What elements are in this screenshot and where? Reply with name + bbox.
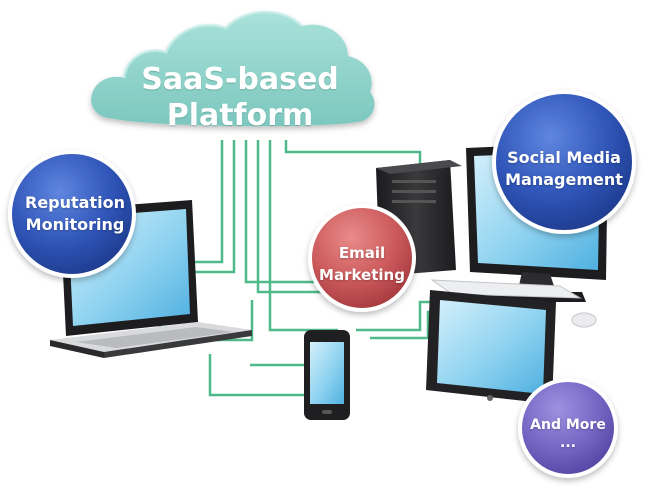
social-bubble [492, 90, 636, 234]
cloud-title: SaaS-based Platform [141, 62, 339, 133]
reputation-monitoring-label: Reputation Monitoring [25, 193, 125, 234]
and-more-label: And More ... [530, 417, 606, 451]
tablet-icon [426, 290, 556, 404]
reputation-bubble [8, 150, 136, 278]
cloud-shape [91, 10, 375, 127]
social-media-management-label: Social Media Management [505, 148, 623, 189]
smartphone-icon [304, 330, 350, 420]
email-bubble [308, 204, 416, 312]
more-bubble [518, 378, 618, 478]
email-marketing-label: Email Marketing [319, 244, 405, 284]
